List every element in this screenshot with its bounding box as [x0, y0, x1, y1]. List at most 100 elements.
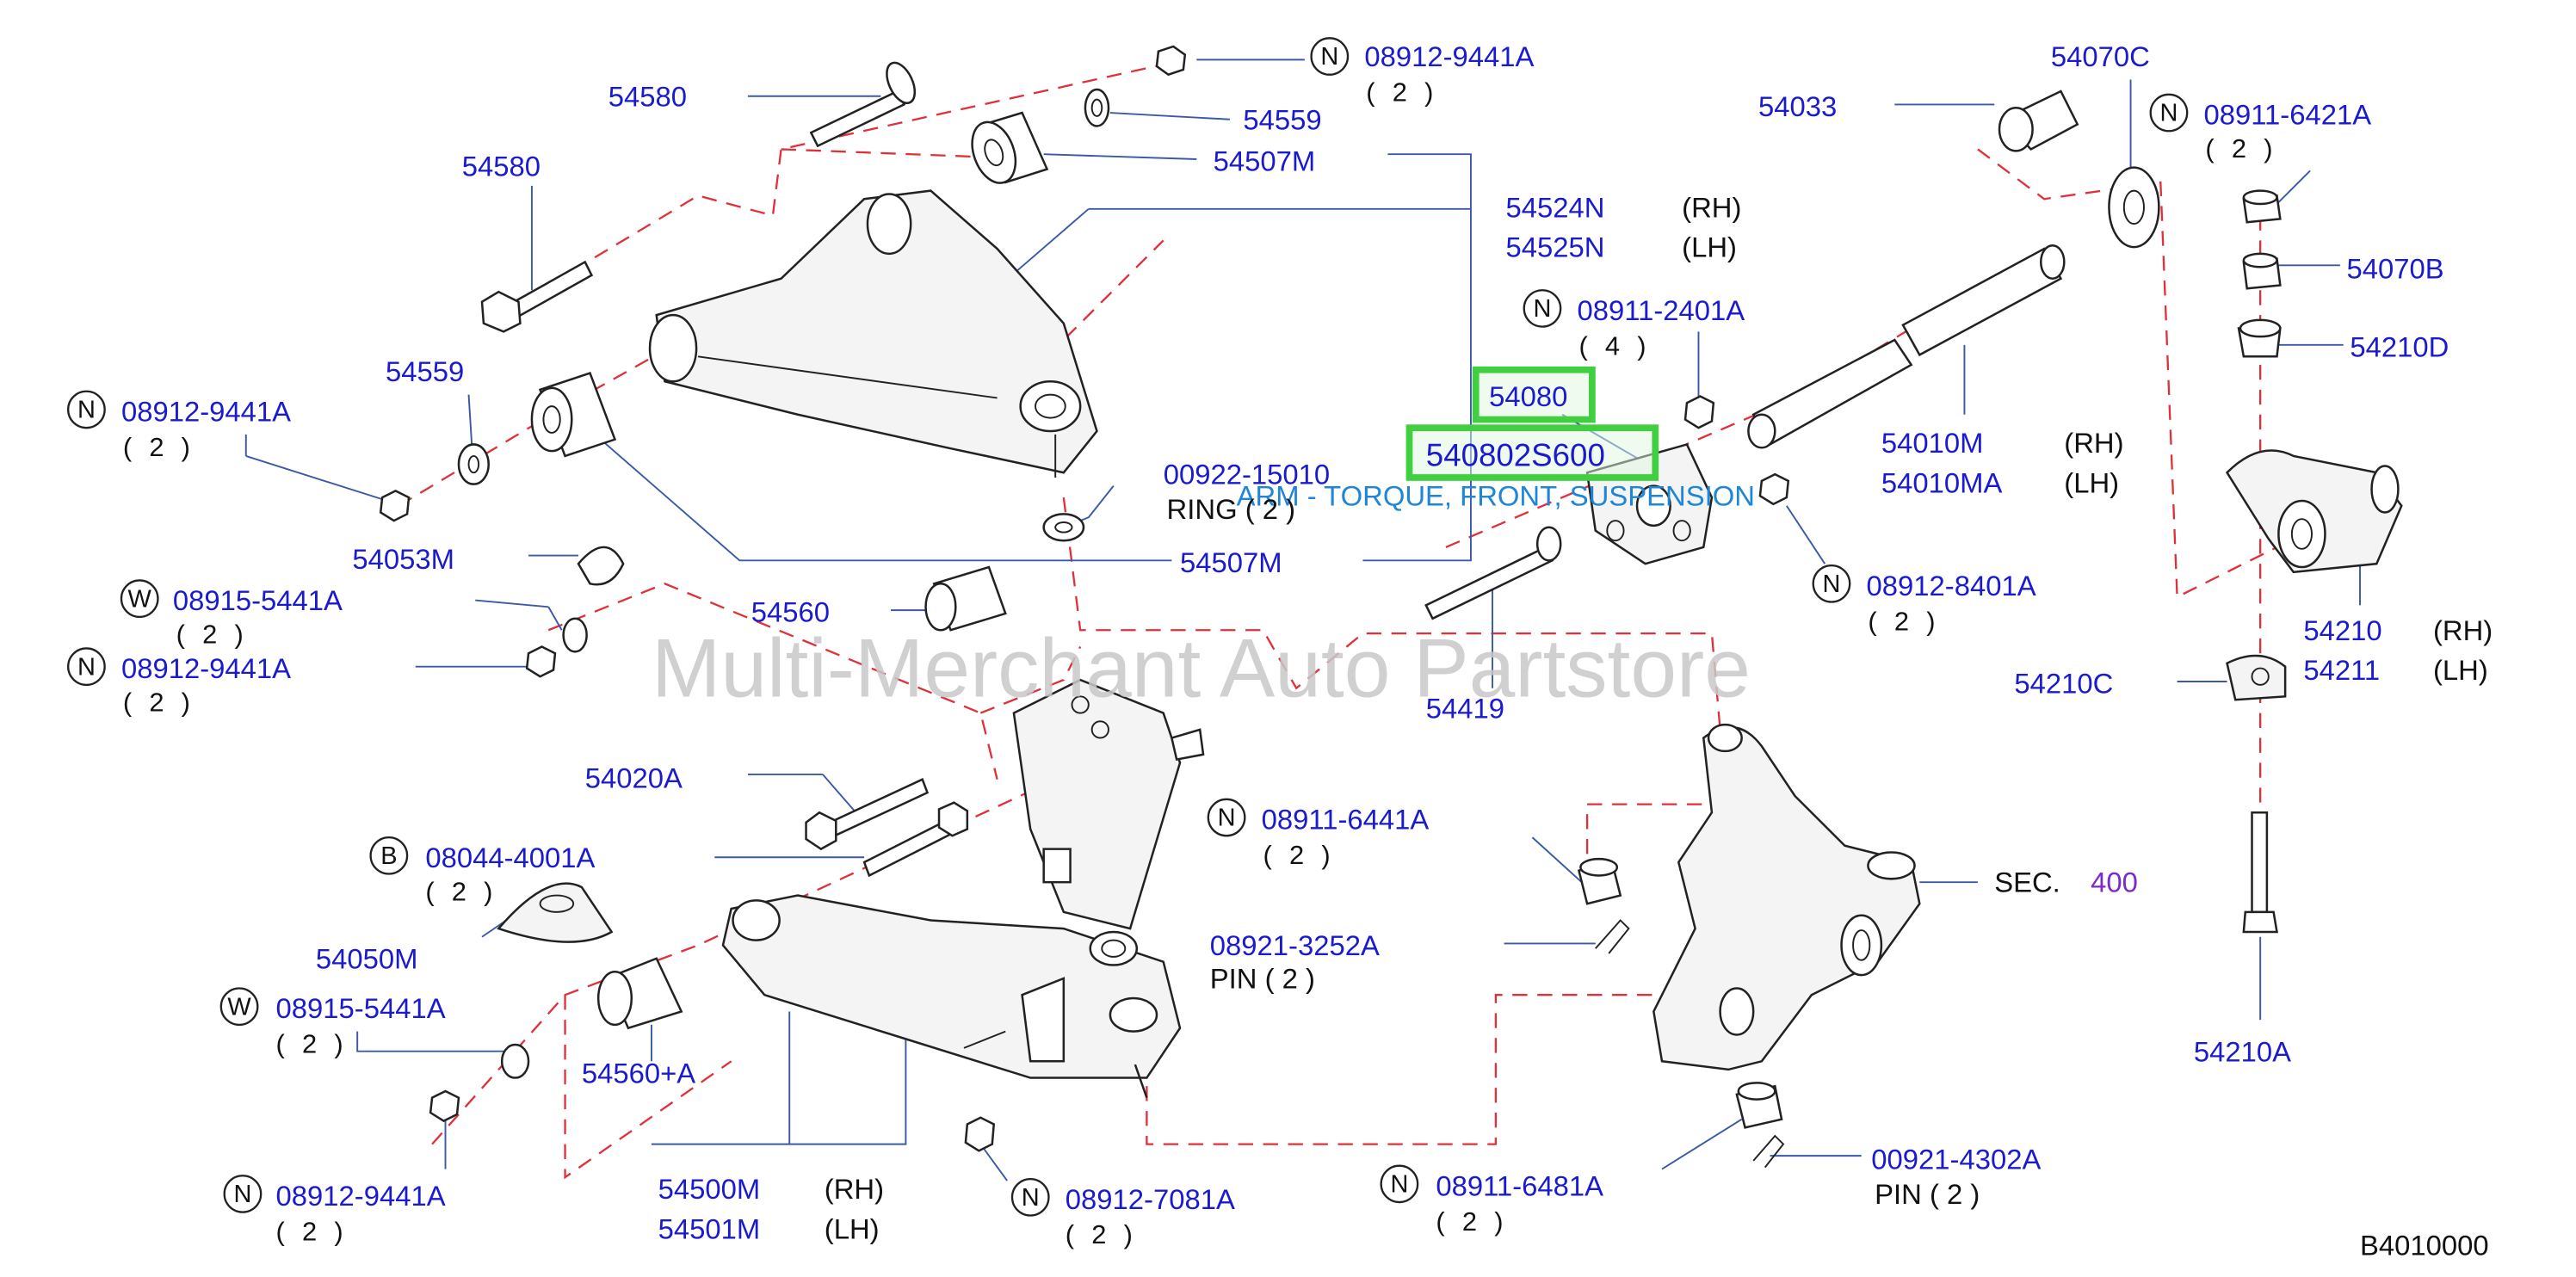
callout-c3-part[interactable]: 54559 — [1243, 103, 1321, 135]
callout-c17[interactable]: B 08044-4001A ( 2 ) — [369, 836, 596, 906]
callout-c33-part[interactable]: 54070C — [2051, 40, 2150, 72]
callout-c7[interactable]: 54525N (LH) — [1505, 231, 1737, 263]
callout-c1-part[interactable]: 08912-9441A — [1364, 40, 1534, 72]
callout-c34[interactable]: N 08911-6421A ( 2 ) — [2149, 93, 2372, 163]
callout-c38[interactable]: 54010MA (LH) — [1881, 466, 2119, 498]
callout-c42-part[interactable]: 54210A — [2194, 1035, 2291, 1067]
callout-c13-part[interactable]: 08915-5441A — [173, 584, 343, 616]
callout-c28[interactable]: 00921-4302A PIN ( 2 ) — [1871, 1144, 2041, 1210]
callout-c10-part[interactable]: 00922-15010 — [1164, 459, 1330, 490]
callout-c9[interactable]: N 08912-9441A ( 2 ) — [67, 390, 291, 462]
callout-c37-part[interactable]: 54010M — [1881, 427, 1984, 459]
callout-c21-part[interactable]: 08912-9441A — [276, 1180, 446, 1212]
callout-c5[interactable]: 54580 — [462, 150, 541, 182]
callout-c13[interactable]: W 08915-5441A ( 2 ) — [120, 579, 343, 650]
callout-c23-part[interactable]: 54501M — [658, 1213, 761, 1245]
nut-top[interactable] — [1155, 45, 1187, 77]
cotter-pin-upper[interactable] — [1595, 919, 1630, 954]
callout-c25-part[interactable]: 08911-6441A — [1262, 804, 1430, 836]
callout-c18[interactable]: 54050M — [316, 942, 418, 974]
callout-c3[interactable]: 54559 — [1243, 103, 1321, 135]
callout-c43[interactable]: SEC. 400 — [1994, 867, 2138, 898]
bushing-54507m-top[interactable] — [964, 111, 1049, 189]
callout-c32-part[interactable]: 54033 — [1758, 90, 1837, 122]
callout-c30-part[interactable]: 08911-2401A — [1578, 294, 1745, 326]
callout-c34-part[interactable]: 08911-6421A — [2204, 99, 2372, 131]
callout-c27-part[interactable]: 08911-6481A — [1436, 1169, 1603, 1201]
torque-arm-rod[interactable] — [1747, 244, 2066, 449]
callout-c29-part[interactable]: 54419 — [1426, 692, 1504, 724]
bushing-54210d[interactable] — [2237, 318, 2282, 358]
callout-c27[interactable]: N 08911-6481A ( 2 ) — [1380, 1164, 1603, 1237]
callout-c16[interactable]: 54020A — [585, 762, 683, 793]
callout-c9-part[interactable]: 08912-9441A — [121, 395, 291, 427]
callout-c5-part[interactable]: 54580 — [462, 150, 541, 182]
callout-c6-part[interactable]: 54524N — [1505, 191, 1604, 223]
castle-nut-lower[interactable] — [1735, 1082, 1783, 1129]
nut-left[interactable] — [379, 489, 411, 522]
callout-c20[interactable]: 54560+A — [582, 1057, 695, 1089]
callout-c15[interactable]: 54560 — [751, 596, 830, 628]
bushing-54210c[interactable] — [2226, 654, 2287, 701]
callout-c39[interactable]: 54210 (RH) — [2303, 614, 2493, 646]
stabilizer-bushing-54210[interactable] — [2225, 449, 2403, 574]
callout-c23[interactable]: 54501M (LH) — [658, 1213, 880, 1245]
steering-knuckle[interactable] — [1652, 723, 1921, 1071]
callout-c22[interactable]: 54500M (RH) — [658, 1173, 884, 1205]
callout-c31-part[interactable]: 08912-8401A — [1867, 570, 2036, 601]
callout-c6[interactable]: 54524N (RH) — [1505, 191, 1741, 223]
callout-c4[interactable]: 54507M — [1214, 145, 1316, 177]
callout-c40[interactable]: 54211 (LH) — [2303, 654, 2487, 686]
callout-c2[interactable]: 54580 — [608, 80, 687, 112]
callout-c19[interactable]: W 08915-5441A ( 2 ) — [219, 987, 446, 1059]
highlight-full-part-number[interactable]: 540802S600 — [1426, 438, 1605, 473]
bushing-54033[interactable] — [1998, 89, 2079, 152]
bolt-54210a[interactable] — [2242, 811, 2278, 934]
callout-c11-part[interactable]: 54053M — [352, 543, 454, 575]
callout-c2-part[interactable]: 54580 — [608, 80, 687, 112]
washer-left[interactable] — [457, 443, 490, 485]
callout-c32[interactable]: 54033 — [1758, 90, 1837, 122]
callout-c29[interactable]: 54419 — [1426, 692, 1504, 724]
callout-c12-part[interactable]: 54507M — [1180, 546, 1282, 578]
callout-c22-part[interactable]: 54500M — [658, 1173, 761, 1205]
callout-c42[interactable]: 54210A — [2194, 1035, 2291, 1067]
nut-08912-7081a[interactable] — [964, 1116, 996, 1152]
callout-c24[interactable]: N 08912-7081A ( 2 ) — [1010, 1177, 1235, 1249]
callout-c40-part[interactable]: 54211 — [2303, 654, 2380, 686]
callout-c35-part[interactable]: 54070B — [2347, 253, 2444, 285]
callout-c43-sec-number[interactable]: 400 — [2091, 867, 2138, 898]
callout-c4-part[interactable]: 54507M — [1214, 145, 1316, 177]
callout-c14-part[interactable]: 08912-9441A — [121, 652, 291, 684]
callout-c19-part[interactable]: 08915-5441A — [276, 992, 446, 1024]
nut-n-08912-mid[interactable] — [525, 645, 557, 678]
callout-c10[interactable]: 00922-15010 RING ( 2 ) — [1164, 459, 1330, 525]
callout-c14[interactable]: N 08912-9441A ( 2 ) — [67, 647, 291, 718]
callout-c18-part[interactable]: 54050M — [316, 942, 418, 974]
bolt-54580-left[interactable] — [480, 260, 594, 333]
callout-c24-part[interactable]: 08912-7081A — [1066, 1183, 1235, 1215]
washer-54070c[interactable] — [2108, 166, 2160, 249]
lower-control-arm[interactable] — [721, 894, 1182, 1099]
callout-c38-part[interactable]: 54010MA — [1881, 466, 2003, 498]
callout-c11[interactable]: 54053M — [352, 543, 454, 575]
callout-c31[interactable]: N 08912-8401A ( 2 ) — [1812, 564, 2036, 636]
callout-c15-part[interactable]: 54560 — [751, 596, 830, 628]
nut-08912-8401a[interactable] — [1758, 472, 1790, 506]
nut-54070b[interactable] — [2242, 252, 2282, 290]
frame-bracket[interactable] — [1012, 678, 1205, 930]
dust-cover-54050m[interactable] — [497, 882, 614, 943]
bolt-54020a[interactable] — [805, 777, 969, 878]
callout-c36-part[interactable]: 54210D — [2350, 330, 2449, 362]
bushing-left[interactable] — [530, 372, 617, 458]
bushing-54560[interactable] — [924, 565, 1007, 632]
callout-c8-part[interactable]: 54559 — [386, 355, 464, 387]
bolt-54580-top[interactable] — [809, 59, 920, 148]
highlight-part-54080[interactable]: 54080 — [1489, 380, 1567, 412]
callout-c41-part[interactable]: 54210C — [2014, 668, 2113, 700]
callout-c26-part[interactable]: 08921-3252A — [1210, 929, 1380, 961]
callout-c17-part[interactable]: 08044-4001A — [425, 842, 595, 873]
callout-c36[interactable]: 54210D — [2350, 330, 2449, 362]
washer-top[interactable] — [1084, 88, 1110, 127]
callout-c30[interactable]: N 08911-2401A ( 4 ) — [1523, 289, 1745, 361]
